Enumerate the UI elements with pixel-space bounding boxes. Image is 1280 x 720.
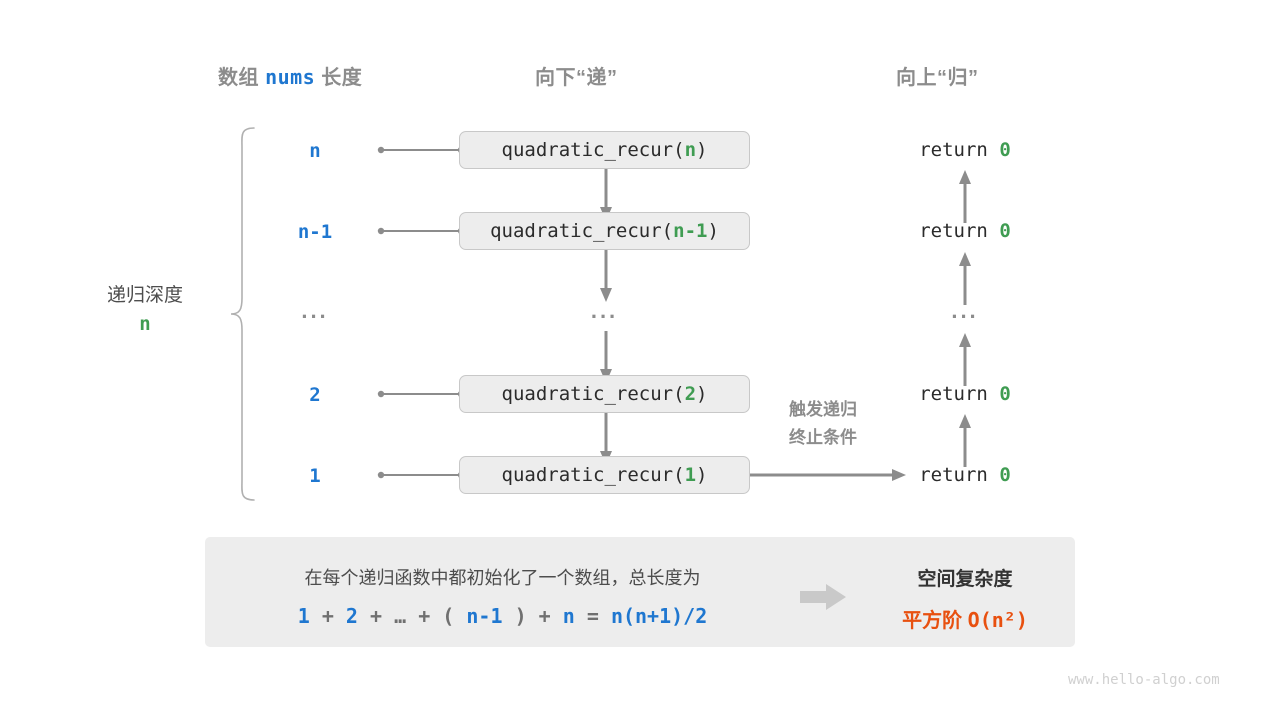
formula-token-4: … [394, 604, 407, 628]
header-array-code: nums [265, 65, 316, 89]
call-box-row-1[interactable]: quadratic_recur(n-1) [459, 212, 750, 250]
base-case-arrow [750, 469, 906, 481]
call-close-row-0: ) [696, 139, 708, 161]
return-value-row-3: 0 [999, 383, 1011, 405]
return-value-row-1: 0 [999, 220, 1011, 242]
formula-token-5: + [418, 604, 431, 628]
formula-token-1: + [321, 604, 334, 628]
complexity-notation: O(n²) [967, 608, 1028, 632]
call-close-row-1: ) [707, 220, 719, 242]
return-row-3: return 0 [880, 383, 1050, 405]
call-text-row-3: quadratic_recur( [501, 383, 685, 405]
call-close-row-3: ) [696, 383, 708, 405]
return-label-row-3: return [919, 383, 988, 405]
return-label-row-4: return [919, 464, 988, 486]
header-descend: 向下“递” [535, 67, 618, 89]
call-arg-row-1: n-1 [673, 220, 708, 242]
ascend-arrow-0 [959, 170, 971, 223]
descend-arrow-1 [600, 250, 612, 302]
formula-token-6: ( [442, 604, 455, 628]
complexity-title: 空间复杂度 [917, 569, 1013, 590]
formula-token-9: + [538, 604, 551, 628]
termination-annotation-line1: 触发递归 [789, 400, 857, 419]
call-box-row-0[interactable]: quadratic_recur(n) [459, 131, 750, 169]
return-row-1: return 0 [880, 220, 1050, 242]
call-close-row-4: ) [696, 464, 708, 486]
formula-token-3: + [370, 604, 383, 628]
formula-token-8: ) [514, 604, 527, 628]
summary-text: 在每个递归函数中都初始化了一个数组，总长度为 [304, 568, 701, 588]
formula-token-7: n-1 [466, 604, 503, 628]
return-label-row-1: return [919, 220, 988, 242]
connector-row-0 [377, 146, 465, 154]
recursion-depth-title: 递归深度 [106, 285, 183, 306]
call-text-row-0: quadratic_recur( [501, 139, 685, 161]
connector-row-4 [377, 471, 465, 479]
return-row-4: return 0 [880, 464, 1050, 486]
depth-brace [230, 127, 255, 501]
arrow-right-icon [800, 584, 846, 610]
depth-value-row-2: ... [301, 298, 329, 323]
depth-value-row-3: 2 [309, 384, 321, 406]
return-row-0: return 0 [880, 139, 1050, 161]
return-value-row-0: 0 [999, 139, 1011, 161]
formula-token-0: 1 [297, 604, 310, 628]
header-array-length: 数组 nums 长度 [218, 61, 362, 90]
return-label-row-0: return [919, 139, 988, 161]
summary-panel [205, 537, 1075, 647]
complexity-value: 平方阶 O(n²) [870, 604, 1060, 633]
connector-row-1 [377, 227, 465, 235]
call-box-row-4[interactable]: quadratic_recur(1) [459, 456, 750, 494]
formula-token-12: n(n+1)/2 [610, 604, 708, 628]
return-value-row-4: 0 [999, 464, 1011, 486]
call-text-row-1: quadratic_recur( [490, 220, 674, 242]
return-row-2: ... [951, 298, 979, 323]
call-text-row-4: quadratic_recur( [501, 464, 685, 486]
depth-value-row-0: n [309, 140, 321, 162]
ascend-arrow-3 [959, 414, 971, 467]
recursion-depth-value: n [139, 313, 151, 336]
call-box-row-3[interactable]: quadratic_recur(2) [459, 375, 750, 413]
call-arg-row-3: 2 [684, 383, 697, 405]
formula-token-11: = [586, 604, 599, 628]
call-arg-row-0: n [684, 139, 697, 161]
termination-annotation: 触发递归 终止条件 [758, 396, 888, 452]
watermark: www.hello-algo.com [1068, 672, 1220, 688]
depth-value-row-1: n-1 [297, 221, 333, 243]
termination-annotation-line2: 终止条件 [789, 428, 857, 448]
connector-row-3 [377, 390, 465, 398]
header-array-suffix: 长度 [321, 67, 363, 89]
header-ascend: 向上“归” [896, 67, 979, 89]
formula-token-2: 2 [345, 604, 358, 628]
call-box-row-2: ... [590, 298, 619, 323]
complexity-prefix: 平方阶 [902, 610, 963, 632]
ascend-arrow-2 [959, 333, 971, 386]
formula-token-10: n [562, 604, 575, 628]
summary-formula: 1 + 2 + … + ( n-1 ) + n = n(n+1)/2 [225, 604, 780, 628]
recursion-depth-label: 递归深度 n [60, 281, 230, 340]
depth-value-row-4: 1 [309, 465, 321, 487]
call-arg-row-4: 1 [684, 464, 697, 486]
header-array-prefix: 数组 [218, 67, 259, 89]
ascend-arrow-1 [959, 252, 971, 305]
